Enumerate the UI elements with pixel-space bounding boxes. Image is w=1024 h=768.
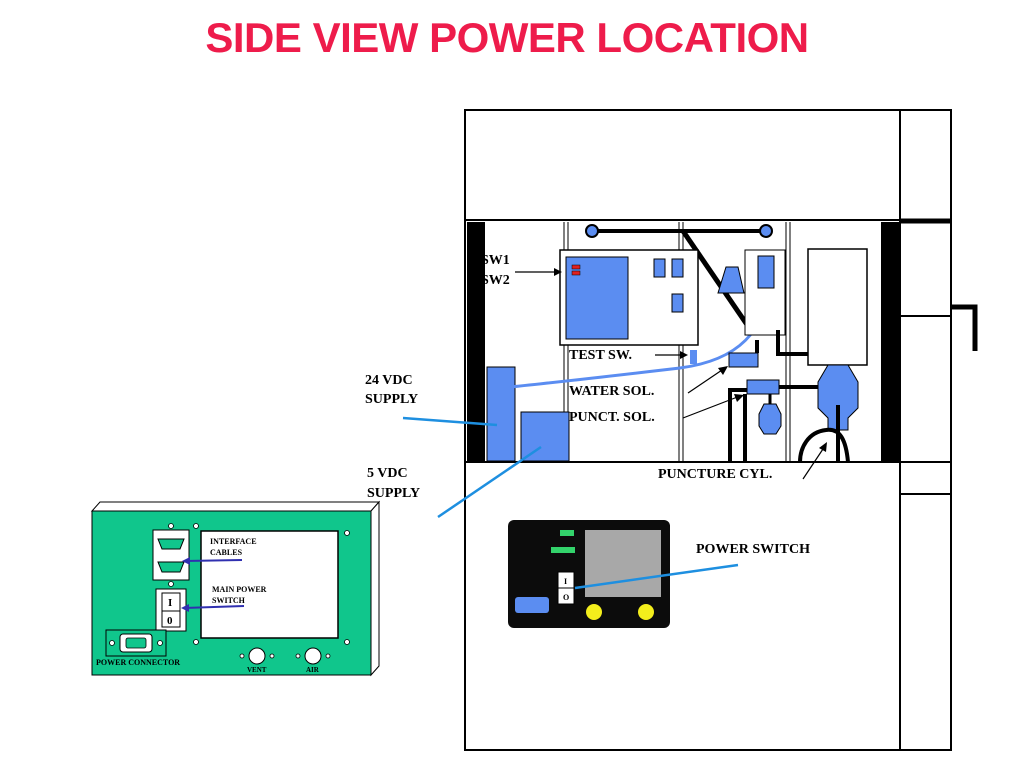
sw2-label: SW2 [481, 273, 510, 288]
supply-24vdc-pointer [402, 416, 498, 427]
main-switch-on-mark: I [168, 597, 172, 609]
power-switch-label: POWER SWITCH [696, 542, 810, 557]
sw1-indicator [571, 264, 581, 270]
panel-button[interactable] [515, 597, 549, 613]
supply-5vdc-pointer [437, 445, 542, 519]
left-frame-bar [467, 222, 485, 462]
rail-roller-left [585, 224, 599, 238]
water-sol-pointer-head [718, 366, 728, 375]
puncture-cylinder [817, 364, 859, 431]
mounting-screw [193, 639, 199, 645]
supply-5vdc [520, 411, 570, 462]
supply-5vdc-label-line2: SUPPLY [367, 486, 420, 501]
port-screw [269, 653, 275, 659]
water-sol-pointer [687, 367, 726, 394]
puncture-cyl-pointer-head [819, 442, 827, 452]
test-switch [690, 350, 697, 364]
supply-24vdc [486, 366, 516, 462]
puncture-cyl-pointer [802, 445, 826, 480]
interface-cables-label-line1: INTERFACE [210, 537, 257, 546]
punct-sol-pointer-head [734, 394, 744, 402]
mounting-screw [168, 523, 174, 529]
indicator-light-left [586, 604, 602, 620]
puncture-solenoid [746, 379, 780, 395]
puncture-cyl-label: PUNCTURE CYL. [658, 467, 772, 482]
power-switch-pointer [574, 563, 739, 590]
pipe [728, 388, 747, 461]
main-power-switch[interactable] [161, 592, 181, 628]
small-valve [758, 403, 782, 435]
rail-roller-right [759, 224, 773, 238]
supply-24vdc-label-line1: 24 VDC [365, 373, 413, 388]
power-connector-label: POWER CONNECTOR [96, 658, 180, 667]
indicator-light-right [638, 604, 654, 620]
power-connector-socket [125, 637, 147, 649]
main-power-switch-label-line2: SWITCH [212, 596, 246, 605]
right-frame-bar [881, 222, 899, 462]
connector-screw [109, 640, 115, 646]
side-latch [952, 304, 978, 351]
supply-5vdc-label-line1: 5 VDC [367, 466, 408, 481]
upper-cabinet [807, 248, 868, 366]
connector-screw [157, 640, 163, 646]
air-port[interactable] [304, 647, 322, 665]
port-screw [295, 653, 301, 659]
main-power-switch-label-line1: MAIN POWER [212, 585, 267, 594]
port-screw [239, 653, 245, 659]
cylinder-hose [798, 427, 850, 463]
interface-cables-pointer [184, 559, 243, 562]
main-switch-off-mark: 0 [167, 615, 173, 627]
main-power-switch-pointer-head [181, 604, 189, 612]
supply-24vdc-label-line2: SUPPLY [365, 392, 418, 407]
punct-sol-label: PUNCT. SOL. [569, 410, 655, 425]
board-component [653, 258, 666, 278]
valve-cone [717, 266, 745, 294]
punct-sol-pointer [682, 395, 741, 419]
mounting-screw [168, 581, 174, 587]
mounting-screw [344, 530, 350, 536]
panel-led [551, 547, 575, 553]
board-component [671, 293, 684, 313]
main-power-switch-pointer [183, 605, 245, 609]
sw1-label: SW1 [481, 253, 510, 268]
sw-pointer-head [554, 268, 562, 276]
rocker-off-mark: O [563, 593, 569, 602]
page-title: SIDE VIEW POWER LOCATION [205, 14, 809, 61]
rear-panel-top-edge [90, 501, 381, 512]
label-window [200, 530, 339, 639]
connector-port-bottom[interactable] [157, 561, 185, 573]
interface-cables-pointer-head [182, 557, 190, 565]
housing-component [757, 255, 775, 289]
connector-port-top[interactable] [157, 538, 185, 550]
sw2-indicator [571, 270, 581, 276]
panel-display [585, 530, 661, 597]
air-label: AIR [306, 666, 320, 674]
rear-panel-side-edge [370, 500, 380, 677]
board-main-chip [565, 256, 629, 340]
water-sol-label: WATER SOL. [569, 384, 654, 399]
port-screw [325, 653, 331, 659]
vent-port[interactable] [248, 647, 266, 665]
test-sw-pointer-head [680, 351, 688, 359]
rocker-on-mark: I [564, 577, 567, 586]
diagonal-arm [680, 229, 755, 334]
board-component [671, 258, 684, 278]
cabinet-outline [464, 109, 952, 751]
mounting-screw [193, 523, 199, 529]
water-solenoid [728, 352, 759, 368]
interface-cables-label-line2: CABLES [210, 548, 243, 557]
mounting-screw [344, 639, 350, 645]
vent-label: VENT [247, 666, 267, 674]
test-sw-label: TEST SW. [569, 348, 632, 363]
panel-led [560, 530, 574, 536]
